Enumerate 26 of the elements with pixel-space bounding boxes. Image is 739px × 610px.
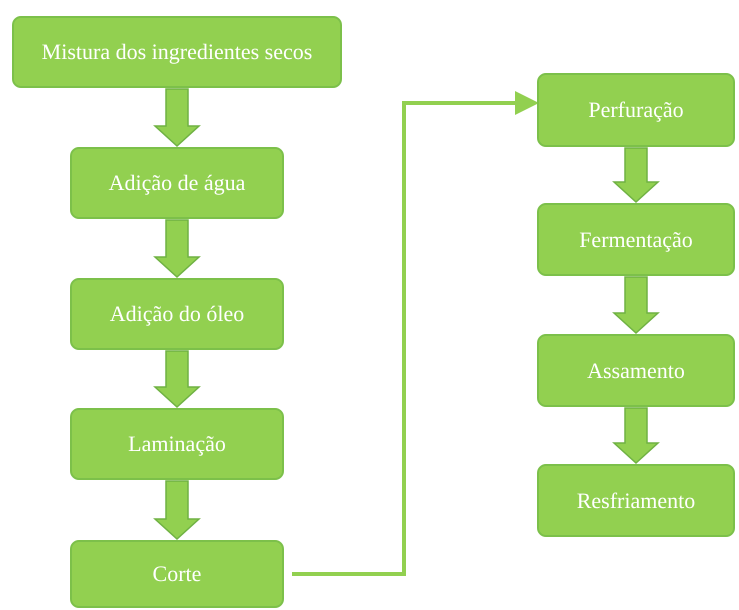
step-label: Assamento (586, 356, 686, 385)
process-box (70, 540, 284, 608)
block-arrow (153, 350, 201, 408)
block-arrow (612, 147, 660, 204)
process-box (537, 334, 735, 407)
step-label: Mistura dos ingredientes secos (40, 38, 314, 66)
process-box (537, 203, 735, 276)
block-arrow (612, 407, 660, 464)
step-label: Adição do óleo (108, 300, 246, 328)
process-box (70, 147, 284, 219)
process-box (70, 408, 284, 480)
step-label: Perfuração (587, 96, 685, 124)
step-label: Resfriamento (576, 486, 696, 515)
step-label: Laminação (127, 430, 227, 458)
process-box (12, 16, 342, 88)
step-label: Fermentação (578, 226, 694, 254)
connector-arrow (292, 91, 539, 576)
process-box (70, 278, 284, 350)
block-arrow (153, 480, 201, 540)
block-arrow (612, 276, 660, 334)
block-arrow (153, 88, 201, 148)
process-box (537, 464, 735, 537)
block-arrow (153, 219, 201, 278)
step-label: Corte (152, 560, 202, 588)
process-box (537, 73, 735, 147)
step-label: Adição de água (108, 169, 246, 198)
